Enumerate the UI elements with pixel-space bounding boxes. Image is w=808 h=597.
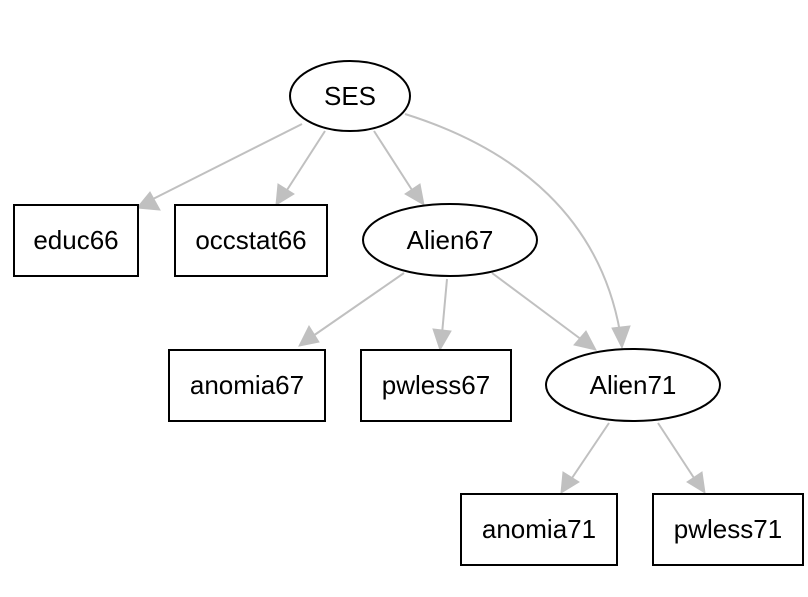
node-educ66: educ66	[13, 204, 139, 277]
node-alien71: Alien71	[545, 348, 721, 422]
node-educ66-label: educ66	[33, 225, 118, 255]
edge-ses-educ66	[136, 123, 303, 211]
edge-alien71-pwless71	[657, 422, 706, 494]
edges	[136, 113, 706, 494]
node-alien67-label: Alien67	[407, 225, 494, 255]
edge-alien67-alien71	[491, 272, 597, 351]
node-occstat66: occstat66	[174, 204, 328, 277]
edge-alien71-anomia71	[560, 422, 610, 494]
node-alien71-label: Alien71	[590, 370, 677, 400]
node-ses-label: SES	[324, 81, 376, 111]
edge-alien67-anomia67	[298, 272, 405, 347]
node-anomia67: anomia67	[168, 349, 326, 422]
edge-ses-occstat66	[275, 130, 326, 206]
node-ses: SES	[289, 60, 411, 132]
node-anomia71-label: anomia71	[482, 514, 596, 544]
edge-ses-alien71	[404, 113, 631, 350]
node-alien67: Alien67	[362, 203, 538, 277]
edge-ses-alien67	[373, 130, 425, 206]
nodes: SES educ66 occstat66 Alien67 anomia67 pw…	[13, 60, 804, 566]
node-anomia67-label: anomia67	[190, 370, 304, 400]
node-pwless71-label: pwless71	[674, 514, 782, 544]
node-pwless67: pwless67	[360, 349, 512, 422]
node-pwless67-label: pwless67	[382, 370, 490, 400]
node-anomia71: anomia71	[460, 493, 618, 566]
edge-alien67-pwless67	[432, 278, 452, 352]
node-occstat66-label: occstat66	[195, 225, 306, 255]
node-pwless71: pwless71	[652, 493, 804, 566]
